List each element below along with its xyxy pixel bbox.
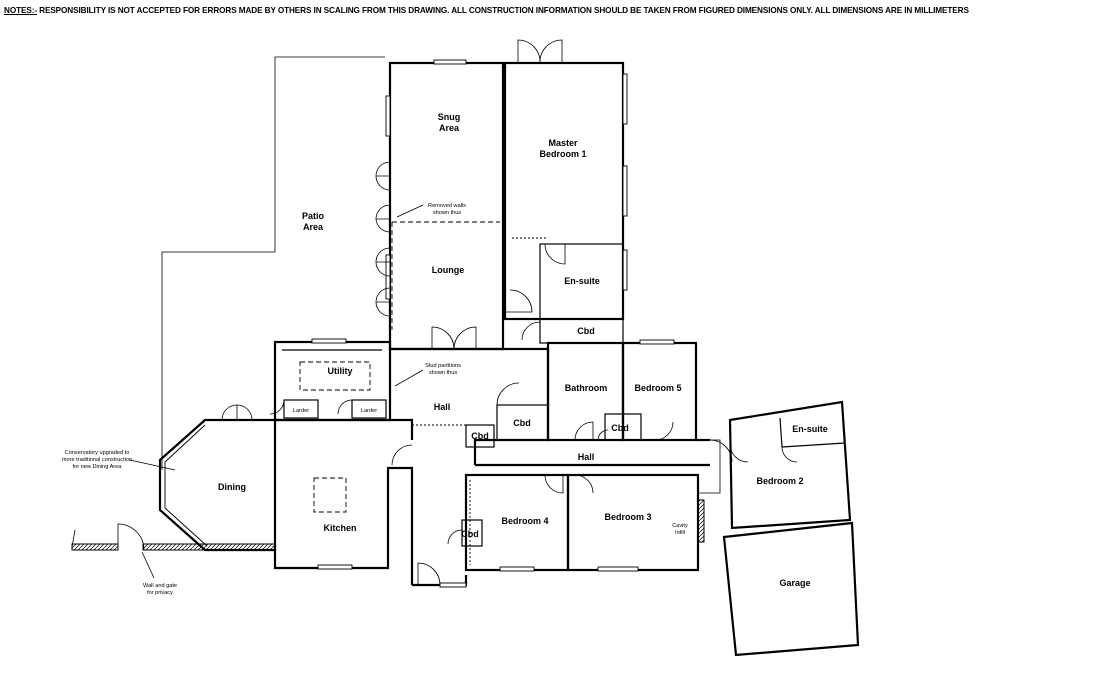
label-ensuite-bed2: En-suite bbox=[792, 424, 828, 434]
hall-walls bbox=[390, 347, 550, 465]
label-kitchen: Kitchen bbox=[323, 523, 356, 533]
label-bedroom5: Bedroom 5 bbox=[634, 383, 681, 393]
label-bathroom: Bathroom bbox=[565, 383, 608, 393]
label-cbd-bed5: Cbd bbox=[611, 423, 629, 433]
label-cbd-hall-small: Cbd bbox=[471, 431, 489, 441]
label-cbd-hall: Cbd bbox=[513, 418, 531, 428]
annot-stud-1: Stud partitions bbox=[425, 363, 461, 369]
bedroom4-bedroom3-walls bbox=[464, 473, 705, 572]
label-garage: Garage bbox=[779, 578, 810, 588]
entrance-walls bbox=[412, 519, 483, 588]
label-patio-1: Patio bbox=[302, 211, 325, 221]
corridor-walls bbox=[475, 438, 733, 467]
master-bedroom-walls bbox=[503, 39, 628, 344]
annot-conservatory-1: Conservatory upgraded to bbox=[65, 450, 130, 456]
annot-conservatory-3: for new Dining Area bbox=[73, 464, 123, 470]
label-cbd-bed4: Cbd bbox=[461, 529, 479, 539]
annot-conservatory-2: more traditional construction bbox=[62, 457, 132, 463]
label-bedroom2: Bedroom 2 bbox=[756, 476, 803, 486]
label-utility: Utility bbox=[327, 366, 352, 376]
annot-wall-gate-1: Wall and gate bbox=[143, 583, 177, 589]
dining-conservatory-walls bbox=[158, 404, 277, 552]
label-snug-2: Area bbox=[439, 123, 460, 133]
bedroom2-garage-walls bbox=[698, 400, 860, 657]
leader-lines bbox=[129, 204, 424, 579]
annot-wall-gate-2: for privacy bbox=[147, 590, 173, 596]
patio-boundary bbox=[161, 56, 385, 470]
lounge-double-door bbox=[431, 326, 477, 350]
garden-wall-gate bbox=[71, 523, 276, 551]
kitchen-walls bbox=[273, 418, 414, 585]
notes-text: RESPONSIBILITY IS NOT ACCEPTED FOR ERROR… bbox=[36, 6, 969, 15]
annot-removed-walls-1: Removed walls bbox=[428, 203, 466, 209]
label-dining: Dining bbox=[218, 482, 246, 492]
label-bedroom4: Bedroom 4 bbox=[501, 516, 548, 526]
label-master-2: Bedroom 1 bbox=[539, 149, 586, 159]
label-patio-2: Area bbox=[303, 222, 324, 232]
annot-cavity-1: Cavity bbox=[672, 523, 688, 529]
room-labels: Snug Area Master Bedroom 1 Patio Area Lo… bbox=[218, 112, 828, 588]
removed-walls bbox=[391, 221, 500, 330]
label-master-1: Master bbox=[548, 138, 578, 148]
annot-stud-2: shown thus bbox=[429, 370, 457, 376]
annotations: Removed walls shown thus Stud partitions… bbox=[62, 203, 688, 596]
label-lounge: Lounge bbox=[432, 265, 465, 275]
label-hall-main: Hall bbox=[434, 402, 451, 412]
bathroom-bedroom5-walls bbox=[546, 339, 698, 442]
annot-cavity-2: Infill bbox=[675, 530, 685, 536]
label-bedroom3: Bedroom 3 bbox=[604, 512, 651, 522]
label-larder-2: Larder bbox=[361, 408, 377, 414]
bifold-doors bbox=[375, 161, 391, 317]
label-larder-1: Larder bbox=[293, 408, 309, 414]
label-ensuite-master: En-suite bbox=[564, 276, 600, 286]
label-cbd-master: Cbd bbox=[577, 326, 595, 336]
label-snug-1: Snug bbox=[438, 112, 461, 122]
annot-removed-walls-2: shown thus bbox=[433, 210, 461, 216]
drawing-notes: NOTES:- RESPONSIBILITY IS NOT ACCEPTED F… bbox=[4, 6, 969, 15]
notes-label: NOTES:- bbox=[4, 6, 37, 15]
label-hall-corridor: Hall bbox=[578, 452, 595, 462]
